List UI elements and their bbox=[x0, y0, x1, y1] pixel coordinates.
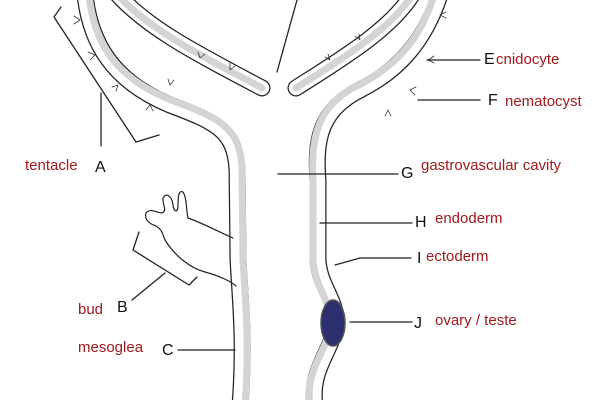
label-mesoglea: mesoglea bbox=[78, 339, 144, 356]
letter-g: G bbox=[401, 165, 414, 182]
letter-a: A bbox=[95, 159, 106, 176]
letter-h: H bbox=[415, 214, 427, 231]
letter-i: I bbox=[417, 250, 422, 267]
label-bud: bud bbox=[78, 301, 104, 318]
label-tentacle: tentacle bbox=[25, 157, 78, 174]
label-ovary-teste: ovary / teste bbox=[435, 312, 517, 329]
leader-lines bbox=[53, 0, 481, 351]
nematocyst-spines bbox=[73, 11, 447, 117]
label-cnidocyte: cnidocyte bbox=[496, 51, 560, 68]
ovary bbox=[320, 299, 346, 347]
letter-c: C bbox=[162, 342, 174, 359]
label-nematocyst: nematocyst bbox=[505, 93, 582, 110]
bud-outline bbox=[145, 190, 237, 287]
letter-b: B bbox=[117, 299, 128, 316]
letter-e: E bbox=[484, 51, 495, 68]
letter-f: F bbox=[488, 92, 498, 109]
label-endoderm: endoderm bbox=[435, 210, 503, 227]
label-ectoderm: ectoderm bbox=[426, 248, 489, 265]
letter-j: J bbox=[414, 315, 422, 332]
label-gastrovascular-cavity: gastrovascular cavity bbox=[421, 157, 562, 174]
